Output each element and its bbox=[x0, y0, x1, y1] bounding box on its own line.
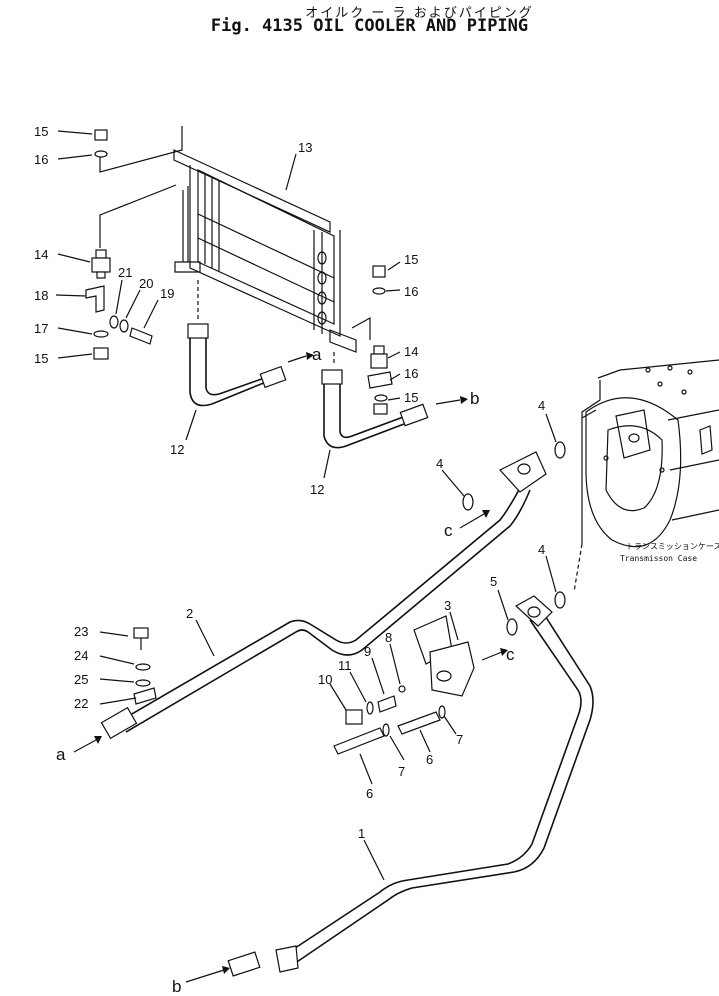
bracket-assembly bbox=[333, 615, 475, 755]
connection-b-top: b bbox=[470, 389, 479, 408]
callout-23: 23 bbox=[74, 624, 88, 639]
callout-12: 12 bbox=[170, 442, 184, 457]
pipe-1 bbox=[227, 595, 594, 977]
hose-left bbox=[187, 323, 287, 407]
callout-16: 16 bbox=[404, 284, 418, 299]
left-mounting-hardware bbox=[85, 129, 153, 360]
callout-7: 7 bbox=[456, 732, 463, 747]
callout-11: 11 bbox=[338, 658, 352, 673]
callout-16: 16 bbox=[34, 152, 48, 167]
title-japanese: オイルク ー ラ およびパイピング bbox=[305, 6, 534, 21]
callout-15: 15 bbox=[34, 351, 48, 366]
callout-17: 17 bbox=[34, 321, 48, 336]
callout-4: 4 bbox=[538, 542, 545, 557]
callout-24: 24 bbox=[74, 648, 88, 663]
connection-a-top: a bbox=[312, 345, 322, 364]
callout-10: 10 bbox=[318, 672, 332, 687]
transmission-label-en: Transmisson Case bbox=[620, 554, 697, 563]
callout-20: 20 bbox=[139, 276, 153, 291]
callout-7: 7 bbox=[398, 764, 405, 779]
callout-6: 6 bbox=[366, 786, 373, 801]
callout-9: 9 bbox=[364, 644, 371, 659]
callout-12: 12 bbox=[310, 482, 324, 497]
callout-22: 22 bbox=[74, 696, 88, 711]
callout-6: 6 bbox=[426, 752, 433, 767]
oil-cooler bbox=[173, 149, 357, 353]
callout-3: 3 bbox=[444, 598, 451, 613]
o-rings bbox=[462, 441, 566, 636]
callout-14: 14 bbox=[34, 247, 48, 262]
connection-b-bottom: b bbox=[172, 977, 181, 996]
callout-4: 4 bbox=[538, 398, 545, 413]
callout-leaders bbox=[55, 130, 557, 881]
right-mounting-hardware bbox=[367, 265, 393, 415]
callout-2: 2 bbox=[186, 606, 193, 621]
callout-14: 14 bbox=[404, 344, 418, 359]
callout-16: 16 bbox=[404, 366, 418, 381]
callout-19: 19 bbox=[160, 286, 174, 301]
callout-15: 15 bbox=[34, 124, 48, 139]
callout-1: 1 bbox=[358, 826, 365, 841]
callout-13: 13 bbox=[298, 140, 312, 155]
callout-8: 8 bbox=[385, 630, 392, 645]
transmission-case bbox=[573, 359, 719, 593]
connection-c-left: c bbox=[444, 521, 453, 540]
clamp-hardware bbox=[133, 627, 151, 687]
callout-21: 21 bbox=[118, 265, 132, 280]
transmission-label-jp: トランスミッションケース bbox=[626, 542, 719, 551]
callout-18: 18 bbox=[34, 288, 48, 303]
connection-c-right: c bbox=[506, 645, 515, 664]
callout-25: 25 bbox=[74, 672, 88, 687]
figure-title: Fig. 4135 OIL COOLER AND PIPING bbox=[210, 16, 529, 36]
callout-15: 15 bbox=[404, 252, 418, 267]
connection-a-bottom: a bbox=[56, 745, 66, 764]
leader-lines bbox=[99, 126, 371, 366]
hose-right bbox=[321, 369, 429, 449]
callout-15: 15 bbox=[404, 390, 418, 405]
pipe-2 bbox=[100, 451, 547, 740]
flow-arrows bbox=[73, 352, 508, 983]
callout-5: 5 bbox=[490, 574, 497, 589]
callout-4: 4 bbox=[436, 456, 443, 471]
